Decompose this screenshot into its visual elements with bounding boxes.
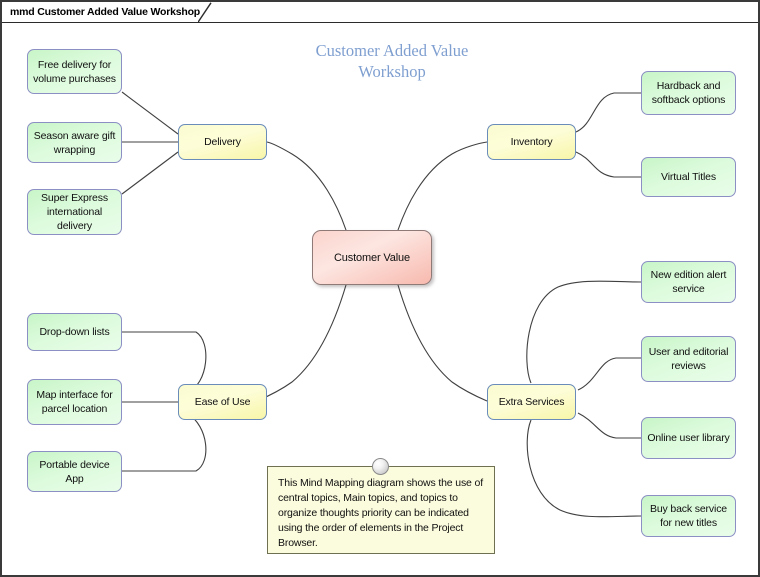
link-center-inventory (397, 141, 488, 231)
topic-label: Portable device App (39, 458, 110, 485)
topic-label: Free delivery for volume purchases (33, 58, 116, 85)
tab-label: mmd Customer Added Value Workshop (10, 6, 201, 18)
topic-free-delivery-volume-purchases[interactable]: Free delivery for volume purchases (27, 49, 122, 94)
topic-label: Online user library (647, 432, 730, 444)
link-ease-portable-app (122, 413, 207, 472)
tab-customer-added-value-workshop[interactable]: mmd Customer Added Value Workshop (2, 2, 227, 22)
central-topic-customer-value[interactable]: Customer Value (312, 230, 432, 285)
main-topic-delivery[interactable]: Delivery (178, 124, 267, 160)
topic-label: Super Express international delivery (41, 192, 108, 232)
link-center-delivery (266, 141, 347, 231)
main-topic-extra-services[interactable]: Extra Services (487, 384, 576, 420)
main-topic-inventory[interactable]: Inventory (487, 124, 576, 160)
diagram-note[interactable]: This Mind Mapping diagram shows the use … (267, 466, 495, 554)
link-center-extra (397, 284, 488, 402)
topic-label: Virtual Titles (661, 171, 716, 183)
topic-virtual-titles[interactable]: Virtual Titles (641, 157, 736, 197)
topic-label: Drop-down lists (39, 326, 110, 338)
topic-label: Map interface for parcel location (36, 389, 113, 415)
diagram-title: Customer Added Value Workshop (315, 41, 469, 81)
main-topic-label: Delivery (204, 136, 241, 148)
topic-new-edition-alert-service[interactable]: New edition alert service (641, 261, 736, 303)
link-delivery-super-express (121, 151, 179, 195)
tab-slant-edge (198, 2, 214, 23)
topic-label: User and editorial reviews (648, 346, 729, 372)
topic-portable-device-app[interactable]: Portable device App (27, 451, 122, 492)
diagram-tab-bar: mmd Customer Added Value Workshop (2, 2, 758, 23)
topic-map-interface-parcel-location[interactable]: Map interface for parcel location (27, 379, 122, 425)
link-inventory-virtual-titles (575, 151, 641, 178)
topic-super-express-international-delivery[interactable]: Super Express international delivery (27, 189, 122, 235)
link-center-ease (256, 284, 347, 402)
topic-season-aware-gift-wrapping[interactable]: Season aware gift wrapping (27, 122, 122, 163)
topic-label: Hardback and softback options (651, 80, 726, 106)
note-pin-icon[interactable] (372, 458, 389, 475)
main-topic-label: Extra Services (498, 396, 565, 408)
note-text: This Mind Mapping diagram shows the use … (278, 477, 483, 549)
topic-buy-back-service-new-titles[interactable]: Buy back service for new titles (641, 495, 736, 537)
link-extra-buy-back (526, 419, 642, 518)
link-inventory-hardback (575, 92, 641, 133)
link-extra-online-library (577, 412, 641, 439)
link-ease-dropdown (122, 331, 207, 393)
topic-label: Season aware gift wrapping (33, 129, 116, 156)
topic-user-editorial-reviews[interactable]: User and editorial reviews (641, 336, 736, 382)
topic-drop-down-lists[interactable]: Drop-down lists (27, 313, 122, 351)
main-topic-label: Ease of Use (194, 396, 251, 408)
central-topic-label: Customer Value (334, 251, 410, 264)
link-extra-new-edition (526, 280, 642, 384)
link-extra-reviews (577, 357, 641, 391)
topic-label: New edition alert service (650, 269, 727, 295)
topic-online-user-library[interactable]: Online user library (641, 417, 736, 459)
main-topic-label: Inventory (510, 136, 553, 148)
link-delivery-free-delivery (121, 91, 179, 135)
topic-hardback-softback-options[interactable]: Hardback and softback options (641, 71, 736, 115)
topic-label: Buy back service for new titles (650, 503, 727, 529)
main-topic-ease-of-use[interactable]: Ease of Use (178, 384, 267, 420)
